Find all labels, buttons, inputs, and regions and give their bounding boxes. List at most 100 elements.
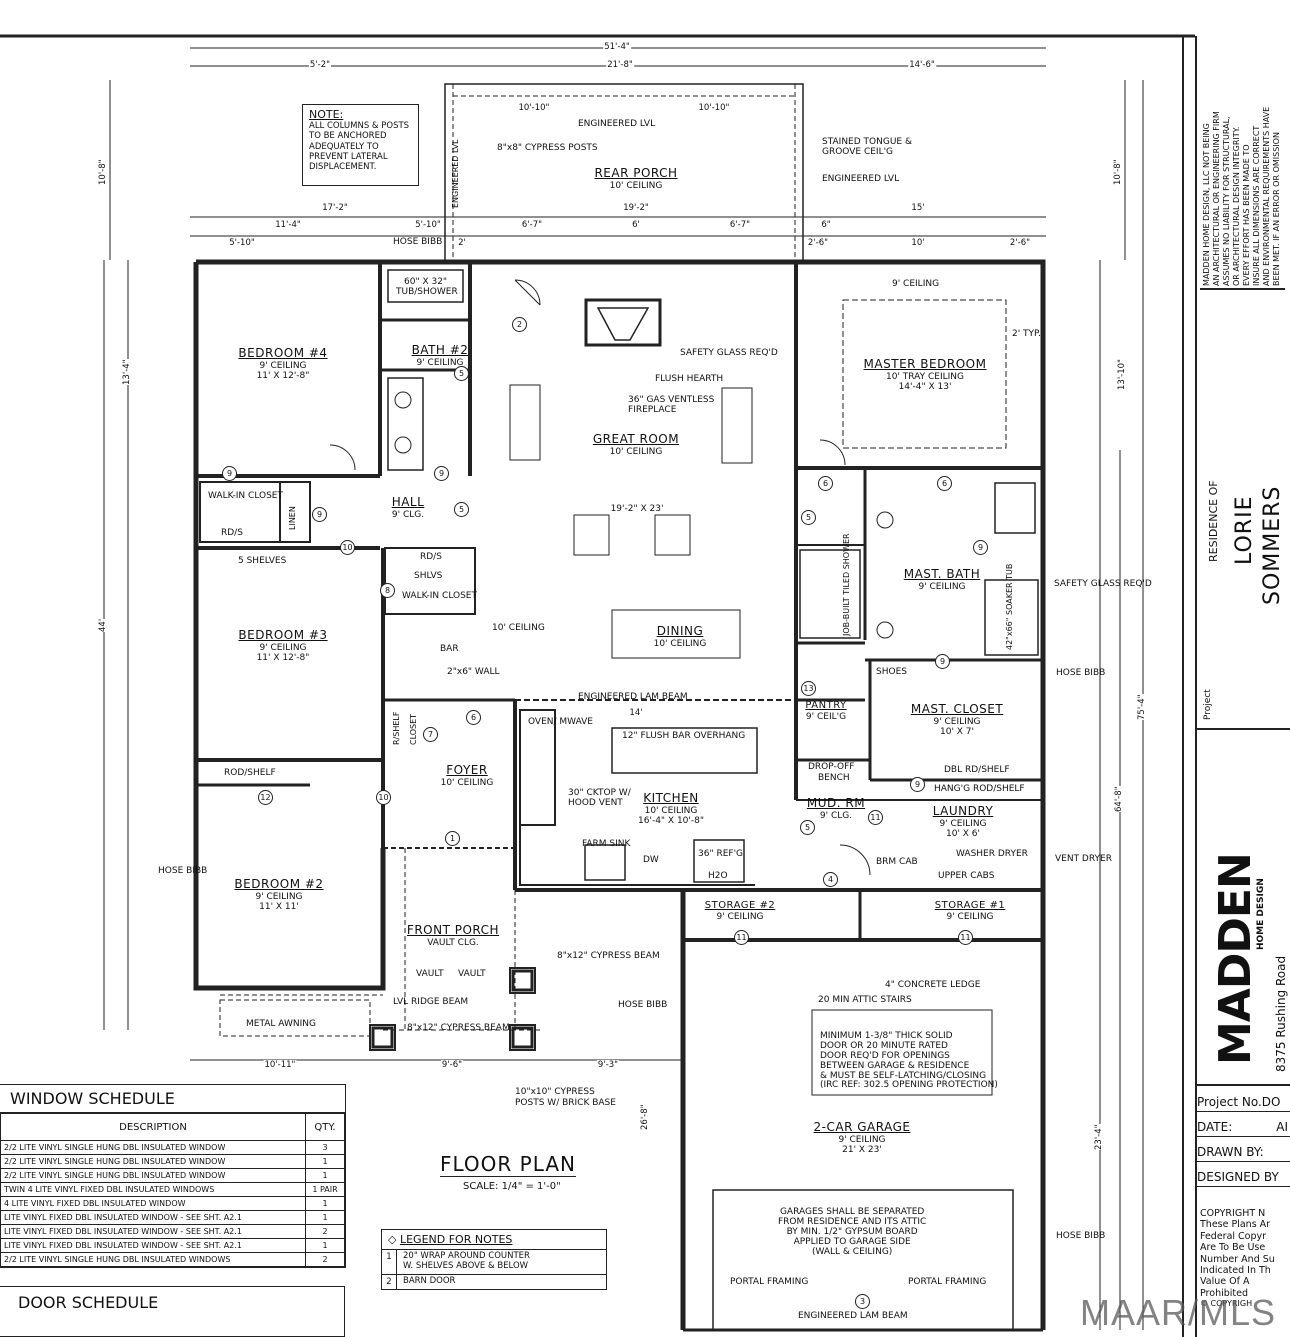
room-master-bedroom: MASTER BEDROOM 10' TRAY CEILING 14'-4" X… xyxy=(864,357,987,392)
row-qty: 1 xyxy=(305,1196,345,1211)
label: UPPER CABS xyxy=(938,871,995,881)
note-tag: 12 xyxy=(258,790,273,805)
room-ceiling: 9' CEIL'G xyxy=(805,711,847,722)
room-name: MAST. BATH xyxy=(903,567,981,581)
row-desc: 2/2 LITE VINYL SINGLE HUNG DBL INSULATED… xyxy=(0,1154,306,1169)
legend-header: ◇ LEGEND FOR NOTES xyxy=(382,1230,606,1250)
note-line: ADEQUATELY TO xyxy=(309,141,379,152)
room-size: 19'-2" X 23' xyxy=(611,504,664,514)
note-tag: 11 xyxy=(958,930,973,945)
label: ENGINEERED LVL xyxy=(451,139,460,208)
row-desc: 2/2 LITE VINYL SINGLE HUNG DBL INSULATED… xyxy=(0,1252,306,1267)
copyright-line: Are To Be Use xyxy=(1200,1242,1266,1254)
dim: 64'-8" xyxy=(1114,786,1124,812)
note-tag: 9 xyxy=(434,466,449,481)
table-row: LITE VINYL FIXED DBL INSULATED WINDOW - … xyxy=(0,1224,345,1239)
label: HOSE BIBB xyxy=(393,237,443,247)
room-size-text: 11' X 11' xyxy=(259,902,299,913)
note-line: ALL COLUMNS & POSTS xyxy=(309,121,410,132)
label: HOSE BIBB xyxy=(618,1000,668,1010)
copyright-line: Indicated In Th xyxy=(1200,1264,1271,1276)
room-name: FRONT PORCH xyxy=(406,923,500,937)
copyright-line: © COPYRIGH xyxy=(1200,1299,1253,1309)
room-name: FOYER xyxy=(446,763,488,777)
label: ENGINEERED LVL xyxy=(578,119,656,129)
note-tag: 7 xyxy=(423,727,438,742)
note-line: FROM RESIDENCE AND ITS ATTIC xyxy=(778,1217,927,1228)
copyright-line: Value Of A xyxy=(1200,1276,1250,1288)
note-line: BETWEEN GARAGE & RESIDENCE xyxy=(820,1060,970,1071)
label: ENGINEERED LAM BEAM xyxy=(578,692,688,702)
room-size-text: 11' X 12'-8" xyxy=(256,653,310,664)
brand-subtitle: HOME DESIGN xyxy=(1256,878,1266,950)
label: POSTS W/ BRICK BASE xyxy=(515,1098,616,1108)
label: RD/S xyxy=(420,552,442,562)
room-ceiling: 9' CEILING xyxy=(918,581,966,592)
room-ceiling: 9' CEILING xyxy=(933,716,981,727)
room-bedroom-3: BEDROOM #3 9' CEILING 11' X 12'-8" xyxy=(238,628,327,664)
brand-logo: MADDEN xyxy=(1210,853,1261,1065)
client-first-name: LORIE xyxy=(1232,495,1257,565)
legend-number: 1 xyxy=(382,1250,397,1274)
row-qty: 1 xyxy=(305,1238,345,1253)
room-name: KITCHEN xyxy=(643,791,699,805)
label: 2' TYP. xyxy=(1012,329,1041,339)
row-desc: LITE VINYL FIXED DBL INSULATED WINDOW - … xyxy=(0,1224,306,1239)
note-tag: 9 xyxy=(312,507,327,522)
disclaimer-line: MADDEN HOME DESIGN, LLC NOT BEING xyxy=(1202,123,1211,286)
room-name: DINING xyxy=(656,624,704,638)
label: 60" X 32" xyxy=(404,277,448,287)
label: ROD/SHELF xyxy=(224,768,276,778)
label: METAL AWNING xyxy=(246,1019,316,1029)
dim: 17'-2" xyxy=(321,203,349,213)
label: 9' CEILING xyxy=(892,279,940,289)
note-line: MINIMUM 1-3/8" THICK SOLID xyxy=(820,1031,953,1041)
room-name: STORAGE #1 xyxy=(934,900,1006,911)
label: RD/S xyxy=(221,528,243,538)
dim: 19'-2" xyxy=(622,203,650,213)
label: STAINED TONGUE & xyxy=(822,137,912,147)
room-storage-1: STORAGE #1 9' CEILING xyxy=(935,900,1006,922)
dim: 2'-6" xyxy=(806,238,830,248)
label: TUB/SHOWER xyxy=(396,287,458,297)
room-pantry: PANTRY 9' CEIL'G xyxy=(805,700,846,722)
legend-number: 2 xyxy=(382,1274,397,1289)
dim: 44' xyxy=(98,618,108,632)
drawn-by: DRAWN BY: xyxy=(1195,1143,1290,1162)
note-heading: NOTE: xyxy=(309,108,344,121)
label: JOB-BUILT TILED SHOWER xyxy=(842,533,851,636)
label: LINEN xyxy=(288,506,297,530)
label: 8"x12" CYPRESS BEAM xyxy=(557,951,660,961)
room-ceiling: 9' CEILING xyxy=(259,642,307,653)
title-block xyxy=(1195,36,1290,1337)
legend-text: 20" WRAP AROUND COUNTER xyxy=(403,1251,530,1261)
label: ENGINEERED LAM BEAM xyxy=(798,1311,908,1321)
room-bedroom-4: BEDROOM #4 9' CEILING 11' X 12'-8" xyxy=(238,346,327,381)
label: BAR xyxy=(440,644,459,654)
label: SHLVS xyxy=(414,571,443,581)
room-bedroom-2: BEDROOM #2 9' CEILING 11' X 11' xyxy=(234,877,323,913)
note-line: PREVENT LATERAL xyxy=(309,151,388,162)
row-qty: 2 xyxy=(305,1224,345,1239)
copyright-line: Number And Su xyxy=(1200,1253,1275,1265)
room-ceiling: 10' CEILING xyxy=(653,638,707,649)
row-qty: 1 xyxy=(305,1210,345,1225)
label: DW xyxy=(643,855,659,865)
room-name: STORAGE #2 xyxy=(704,900,776,911)
date-label: DATE: xyxy=(1197,1120,1233,1134)
dim: 6'-7" xyxy=(728,220,752,230)
dim: 10' xyxy=(910,238,926,248)
room-foyer: FOYER 10' CEILING xyxy=(441,763,494,788)
label: DBL RD/SHELF xyxy=(944,765,1010,775)
label: WALK-IN CLOSET xyxy=(208,491,283,501)
label: 12" FLUSH BAR OVERHANG xyxy=(622,731,746,741)
label: CLOSET xyxy=(409,713,418,745)
disclaimer-line: ASSUMES NO LIABILITY FOR STRUCTURAL, xyxy=(1222,116,1231,286)
floor-plan-scale: SCALE: 1/4" = 1'-0" xyxy=(463,1181,561,1192)
label: HOOD VENT xyxy=(568,798,623,808)
row-desc: LITE VINYL FIXED DBL INSULATED WINDOW - … xyxy=(0,1210,306,1225)
label: WASHER DRYER xyxy=(956,849,1028,859)
room-storage-2: STORAGE #2 9' CEILING xyxy=(705,900,776,922)
table-row: TWIN 4 LITE VINYL FIXED DBL INSULATED WI… xyxy=(0,1182,345,1197)
dim: 26'-8" xyxy=(640,1104,650,1130)
